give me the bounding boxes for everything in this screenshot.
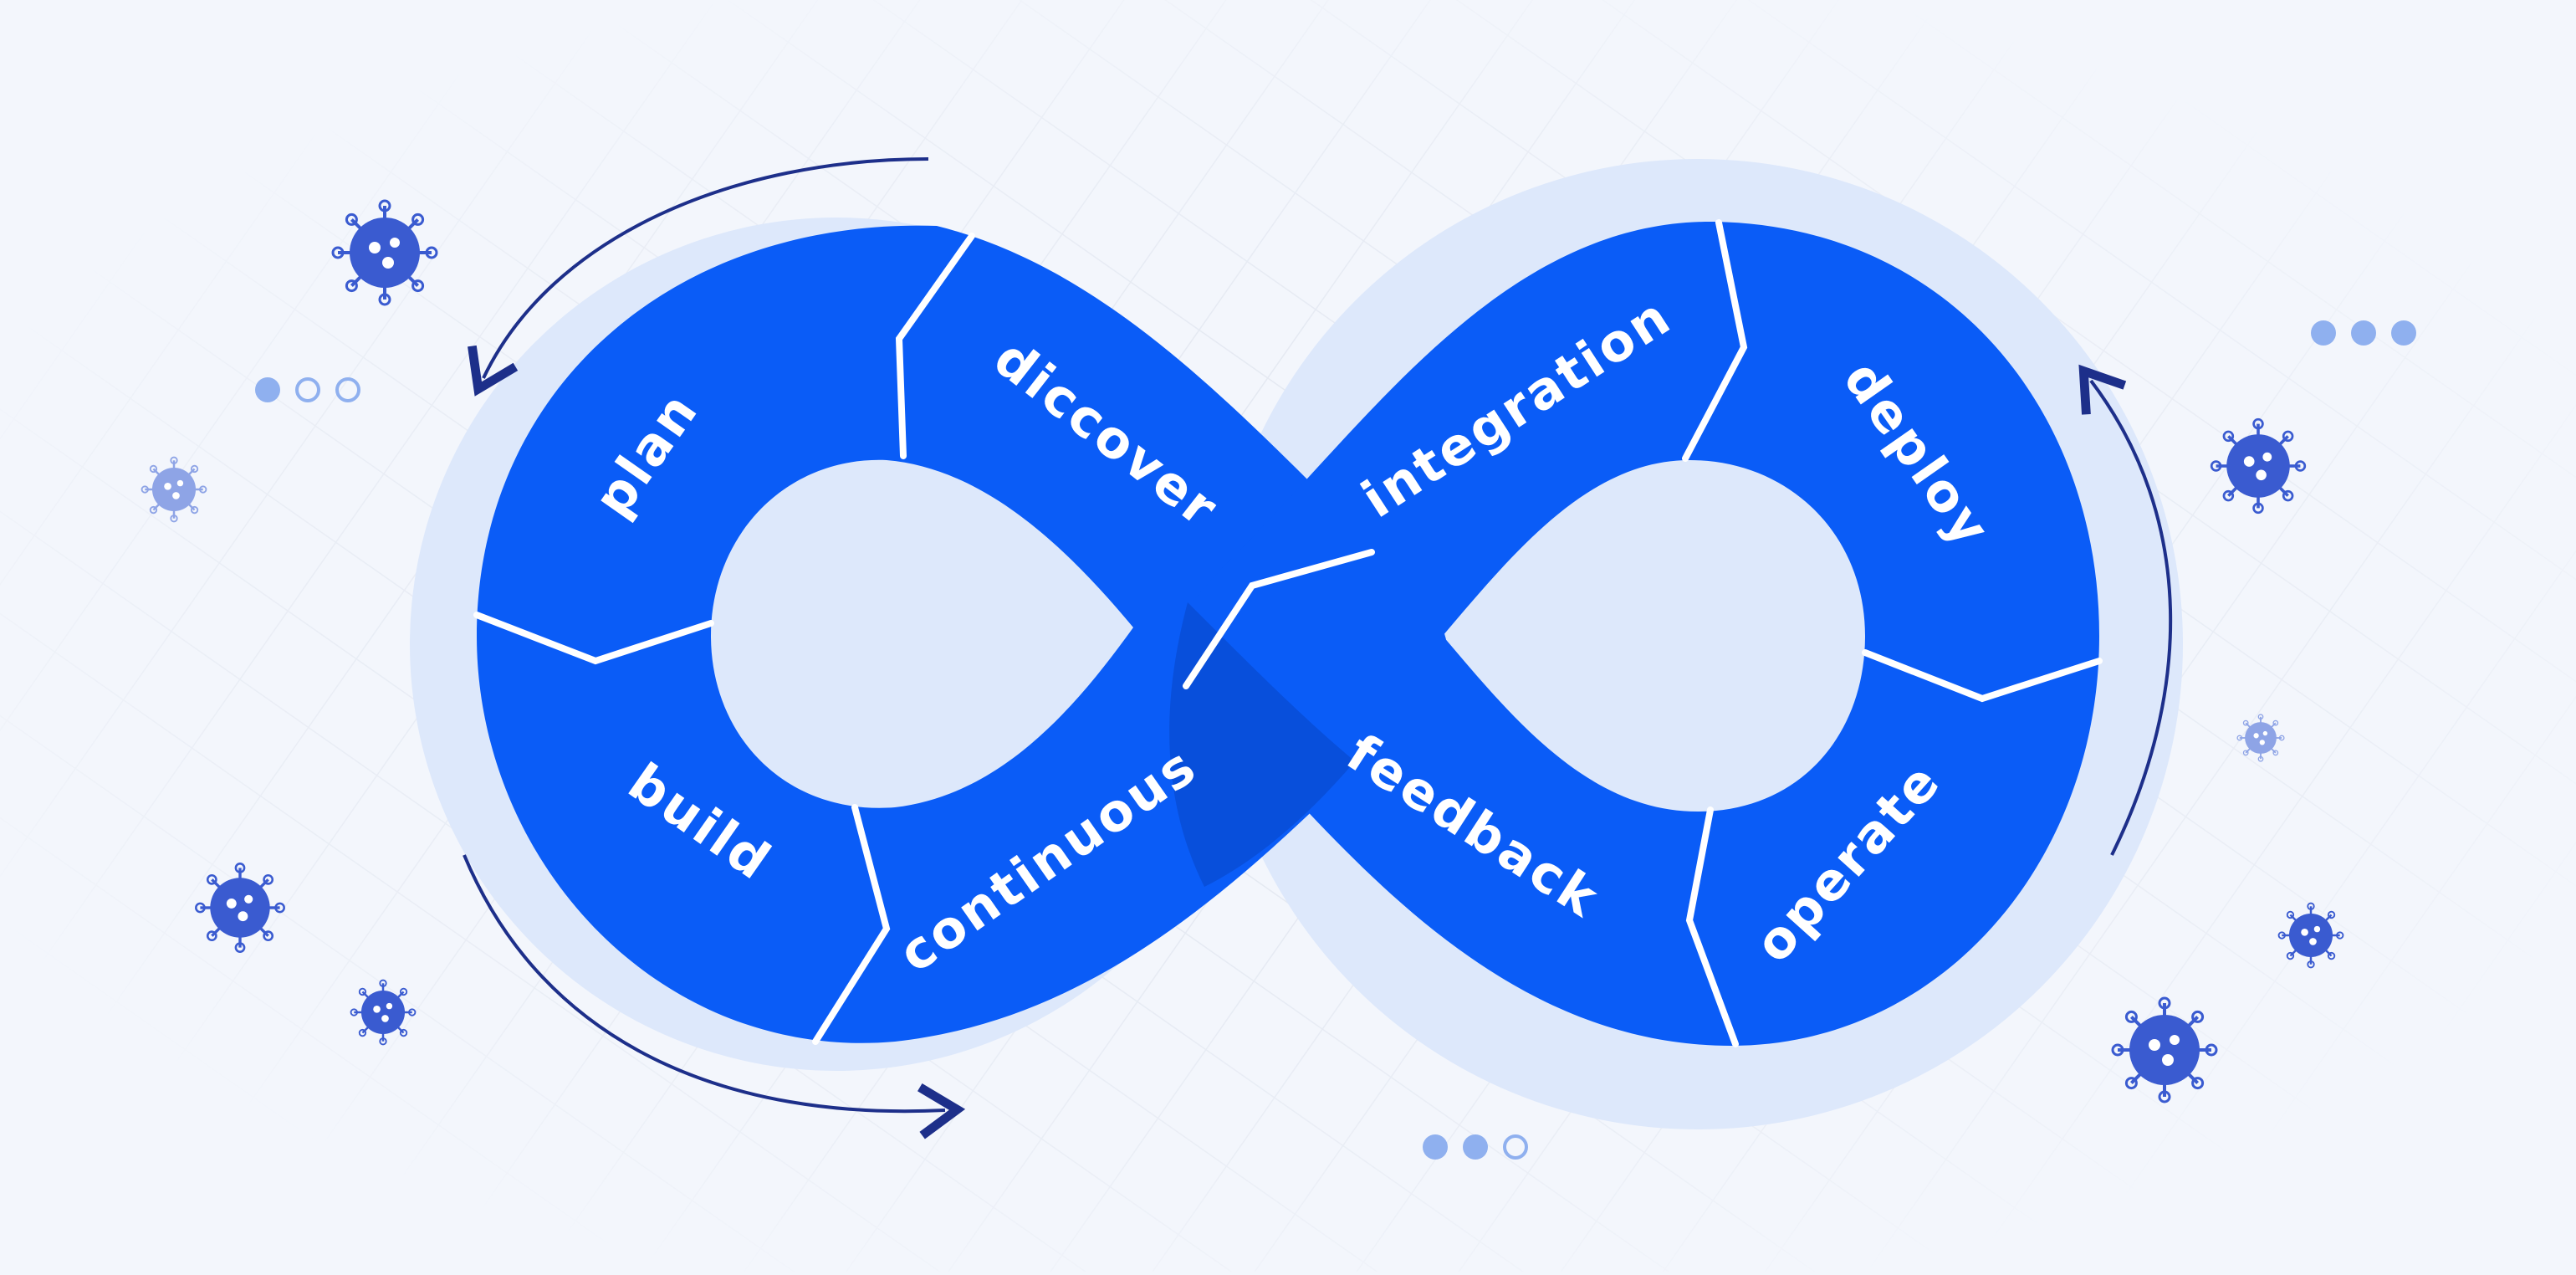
dot-filled [1463,1134,1488,1160]
virus-icon [350,979,417,1046]
divider-build-continuous [812,804,891,1045]
segment-dividers [473,219,2103,1047]
dot-indicator-layer [255,320,2416,1160]
arrow-bottom-left [463,854,966,1139]
dot-filled [2351,320,2376,346]
virus-icon [2277,902,2344,969]
virus-icon [2236,714,2285,762]
virus-icon [331,199,438,306]
infinity-right-loop [1175,221,2099,1046]
virus-icon [2111,996,2218,1103]
divider-plan-diccover [895,233,975,459]
divider-feedback-operate [1685,806,1739,1047]
virus-icon [195,863,285,953]
virus-icon [2210,417,2307,515]
dot-filled [255,377,280,402]
dots-bottom [1423,1134,1528,1160]
divider-plan-build [473,612,714,665]
crossing-shadow [1169,602,1355,887]
dot-outline [335,377,360,402]
divider-deploy-operate [1862,649,2103,703]
dots-left [255,377,360,402]
cycle-arrows [463,157,2173,1139]
dot-filled [2311,320,2336,346]
virus-icon [141,456,207,523]
divider-diccover-continuous [1183,549,1375,689]
arrow-top-left [468,157,929,397]
arrow-right [2078,364,2173,856]
dot-filled [1423,1134,1448,1160]
dot-outline [1503,1134,1528,1160]
dots-right [2311,320,2416,346]
dot-outline [295,377,320,402]
divider-integration-deploy [1682,219,1748,462]
virus-icon-layer [141,199,2344,1103]
dot-filled [2391,320,2416,346]
